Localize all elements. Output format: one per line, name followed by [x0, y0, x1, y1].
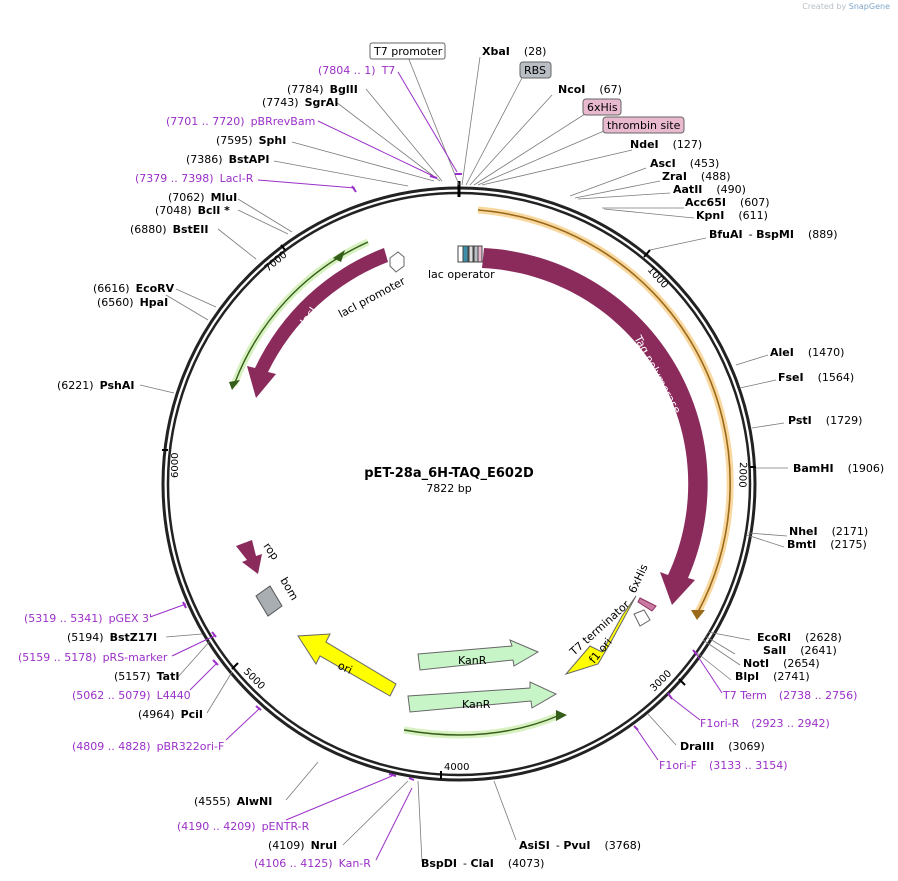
snapgene-credit: Created by SnapGene [802, 2, 890, 11]
lac-operator-cluster [457, 245, 483, 263]
tick-4000: 4000 [444, 762, 469, 773]
laci-promoter-arrow [389, 251, 405, 273]
site-draiii: DraIII(3069) [680, 740, 765, 753]
his-box-label: 6xHis [587, 101, 618, 114]
site-sphi: (7595)SphI [216, 134, 286, 147]
plasmid-length: 7822 bp [426, 482, 472, 495]
primer-labels: (7804 .. 1)T7 (7701 .. 7720)pBRrevBam (7… [18, 64, 857, 870]
site-sgrai: (7743)SgrAI [262, 96, 338, 109]
taq-arrow-head [691, 610, 705, 620]
credit-prefix: Created by [802, 2, 847, 11]
site-bmti: BmtI(2175) [787, 538, 867, 551]
site-mlui: (7062)MluI [168, 191, 237, 204]
kanr-upper-label: KanR [458, 654, 487, 667]
site-ndei: NdeI(127) [630, 138, 702, 151]
primer-pbrrevbam: (7701 .. 7720)pBRrevBam [166, 115, 315, 128]
rop-arrow [236, 540, 262, 574]
site-tati: (5157)TatI [114, 670, 179, 683]
laci-arrow-head [229, 380, 240, 390]
site-nrui: (4109)NruI [268, 839, 337, 852]
site-bspdi-clai: BspDI- ClaI(4073) [421, 857, 544, 870]
site-bfuai-bspmi: BfuAI- BspMI(889) [709, 228, 838, 241]
leader-lines [139, 56, 788, 863]
primer-laci-r: (7379 .. 7398)LacI-R [135, 172, 254, 185]
site-aatii: AatII(490) [673, 183, 746, 196]
site-ncoi: NcoI(67) [558, 83, 622, 96]
laci-arrow-line [233, 241, 369, 386]
site-hpai: (6560)HpaI [97, 296, 168, 309]
taq-polymerase-arrow [482, 248, 708, 605]
site-bsteii: (6880)BstEII [130, 223, 208, 236]
site-zrai: ZraI(488) [662, 170, 731, 183]
primer-t7-term: T7 Term(2738 .. 2756) [722, 689, 857, 702]
site-asci: AscI(453) [650, 157, 719, 170]
site-pshai: (6221)PshAI [57, 379, 134, 392]
site-bstapi: (7386)BstAPI [186, 153, 269, 166]
site-bcli: (7048)BclI * [155, 204, 230, 217]
laci-arrow-tip [333, 250, 345, 262]
primer-t7: (7804 .. 1)T7 [318, 64, 395, 77]
site-alei: AleI(1470) [770, 346, 844, 359]
plasmid-name: pET-28a_6H-TAQ_E602D [364, 466, 534, 481]
site-ecorv: (6616)EcoRV [93, 282, 175, 295]
site-sali: SalI(2641) [763, 644, 837, 657]
site-kpni: KpnI(611) [696, 209, 768, 222]
bom-marker [255, 585, 283, 617]
site-nhei: NheI(2171) [789, 525, 868, 538]
tick-2000: 2000 [736, 462, 748, 488]
lac-operator-label: lac operator [428, 268, 495, 281]
taq-arrow-line [477, 209, 731, 613]
thrombin-box-label: thrombin site [607, 119, 681, 132]
boxed-features: T7 promoter RBS 6xHis thrombin site [369, 42, 685, 134]
kanr-highlight [403, 711, 562, 739]
site-bglii: (7784)BglII [287, 83, 358, 96]
primer-l4440: (5062 .. 5079)L4440 [72, 689, 191, 702]
primer-prs-marker: (5159 .. 5178)pRS-marker [18, 651, 168, 664]
site-psti: PstI(1729) [788, 414, 862, 427]
site-fsei: FseI(1564) [778, 371, 854, 384]
site-blpi: BlpI(2741) [735, 670, 810, 683]
his-tag-c-marker [637, 597, 657, 612]
t7-promoter-box-label: T7 promoter [373, 45, 443, 58]
kanr-arrow-upper [417, 639, 540, 671]
kanr-arrow-line [403, 714, 561, 736]
primer-pentr-r: (4190 .. 4209)pENTR-R [177, 820, 310, 833]
primer-kan-r: (4106 .. 4125)Kan-R [254, 857, 371, 870]
ori-label: ori [336, 659, 354, 677]
site-labels: XbaI(28) NcoI(67) NdeI(127) AscI(453) Zr… [57, 45, 884, 870]
rbs-box-label: RBS [524, 64, 546, 77]
tick-7000: 7000 [263, 250, 290, 275]
site-bstz17i: (5194)BstZ17I [67, 631, 157, 644]
f1-ori-arrow [564, 595, 637, 675]
site-acc65i: Acc65I(607) [685, 196, 770, 209]
snapgene-logo: SnapGene [848, 2, 890, 11]
site-noti: NotI(2654) [743, 657, 820, 670]
his-c-label: 6xHis [626, 562, 651, 595]
ori-arrow [297, 633, 397, 697]
kanr-lower-label: KanR [462, 698, 491, 711]
tick-6000: 6000 [170, 453, 181, 478]
site-xbai: XbaI(28) [482, 45, 546, 58]
primer-pgex-3: (5319 .. 5341)pGEX 3' [24, 612, 152, 625]
t7-terminator-marker [633, 609, 651, 627]
site-bamhi: BamHI(1906) [793, 462, 884, 475]
kanr-arrow-lower [407, 681, 558, 713]
primer-marks [182, 173, 698, 781]
kanr-arrow-head [556, 710, 567, 721]
site-pcii: (4964)PciI [138, 708, 203, 721]
primer-f1ori-f: F1ori-F(3133 .. 3154) [659, 759, 788, 772]
site-alwni: (4555)AlwNI [194, 795, 272, 808]
rop-label: rop [261, 540, 282, 562]
site-asisi-pvui: AsiSI- PvuI(3768) [519, 839, 641, 852]
site-ecori: EcoRI(2628) [757, 631, 842, 644]
laci-arrow [247, 248, 388, 398]
bom-label: bom [277, 575, 300, 603]
primer-pbr322ori-f: (4809 .. 4828)pBR322ori-F [72, 740, 224, 753]
primer-f1ori-r: F1ori-R(2923 .. 2942) [700, 717, 830, 730]
primer-leader-lines [149, 71, 723, 861]
